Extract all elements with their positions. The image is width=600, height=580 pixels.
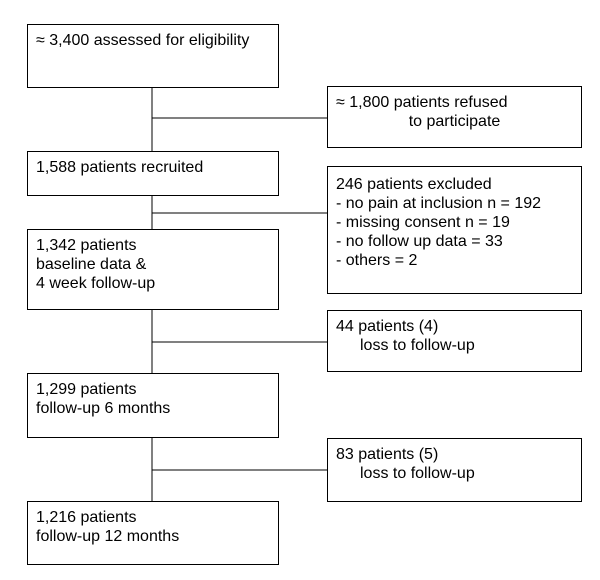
box-refused: ≈ 1,800 patients refused to participate <box>327 86 582 148</box>
box-refused-line-1: ≈ 1,800 patients refused <box>336 94 508 111</box>
box-loss-1-line-1: 44 patients (4) <box>336 318 439 335</box>
box-12-months-line-1: 1,216 patients <box>36 509 137 526</box>
box-recruited: 1,588 patients recruited <box>27 151 279 196</box>
box-loss-2-line-1: 83 patients (5) <box>336 446 439 463</box>
box-6-months-line-1: 1,299 patients <box>36 381 137 398</box>
box-12-months-line-2: follow-up 12 months <box>36 528 180 545</box>
box-excluded-line-5: - others = 2 <box>336 252 418 269</box>
box-6-months-line-2: follow-up 6 months <box>36 400 171 417</box>
box-assessed: ≈ 3,400 assessed for eligibility <box>27 24 279 88</box>
box-excluded-line-2: - no pain at inclusion n = 192 <box>336 195 542 212</box>
box-loss-1-line-2: loss to follow-up <box>360 337 475 354</box>
box-excluded-line-4: - no follow up data = 33 <box>336 233 503 250</box>
box-loss-2-line-2: loss to follow-up <box>360 465 475 482</box>
box-6-months: 1,299 patients follow-up 6 months <box>27 373 279 438</box>
box-excluded: 246 patients excluded - no pain at inclu… <box>327 166 582 294</box>
box-excluded-line-1: 246 patients excluded <box>336 176 492 193</box>
box-baseline-line-1: 1,342 patients <box>36 237 137 254</box>
box-assessed-line-1: ≈ 3,400 assessed for eligibility <box>36 32 250 49</box>
box-baseline: 1,342 patients baseline data & 4 week fo… <box>27 229 279 310</box>
box-12-months: 1,216 patients follow-up 12 months <box>27 501 279 565</box>
box-refused-line-2: to participate <box>408 113 501 130</box>
box-recruited-line-1: 1,588 patients recruited <box>36 159 204 176</box>
box-baseline-line-2: baseline data & <box>36 256 147 273</box>
box-loss-2: 83 patients (5) loss to follow-up <box>327 438 582 502</box>
box-excluded-line-3: - missing consent n = 19 <box>336 214 510 231</box>
box-loss-1: 44 patients (4) loss to follow-up <box>327 310 582 372</box>
box-baseline-line-3: 4 week follow-up <box>36 275 156 292</box>
